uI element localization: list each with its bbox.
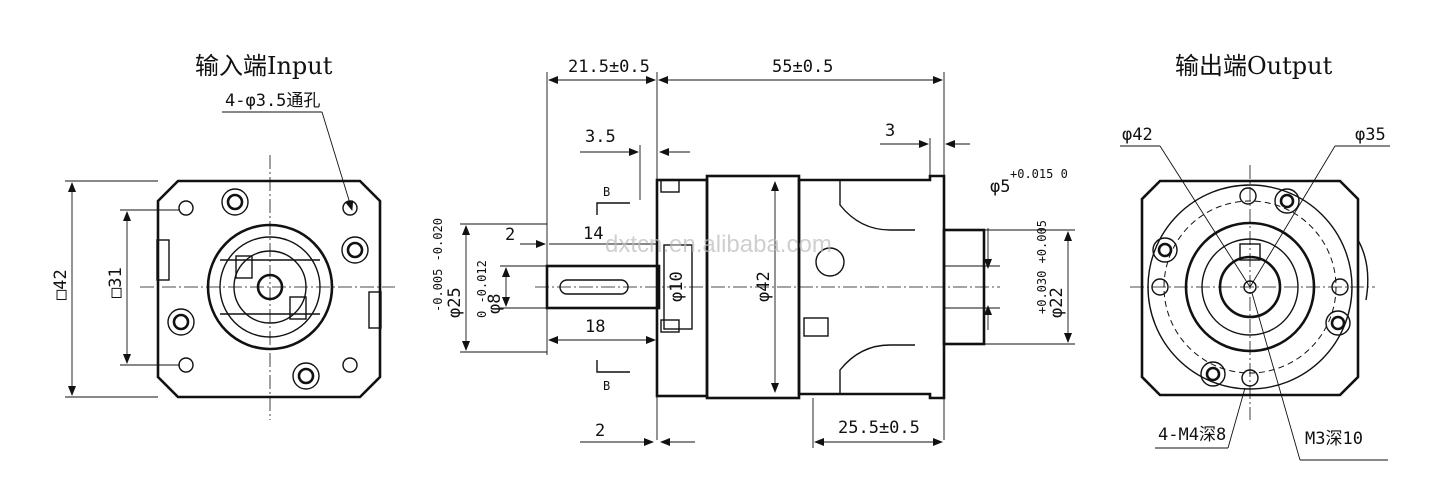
input-clamp-slot-2 [289,296,307,320]
side-output-notch [803,317,829,337]
hole-note-leader [321,111,354,211]
input-hole-br [342,357,358,373]
dim-14-label: 14 [583,224,603,244]
input-dim42-label: □42 [51,269,71,300]
dim-3-5-label: 3.5 [585,127,616,147]
dim-phi42-label: φ42 [754,271,774,302]
output-shaft-boss [942,228,986,346]
output-hole-right [1331,278,1349,296]
input-hole-bl [178,357,194,373]
output-screw-3 [1325,310,1351,336]
output-hole-top [1239,187,1257,205]
dim-phi5-tol: +0.015 0 [1010,167,1068,181]
input-bore-outer [206,223,334,351]
input-screw-4 [292,362,320,390]
dim-2-top-label: 2 [505,225,515,245]
dim-18-label: 18 [585,317,605,337]
input-screw-3 [167,308,195,336]
input-bore-inner [219,236,321,338]
output-hole-left [1151,278,1169,296]
input-screw-2 [341,236,369,264]
input-hole-tr [342,200,358,216]
output-title: 输出端Output [1175,52,1333,80]
dim-phi22-label: φ22 [1047,287,1067,318]
output-screw-4 [1200,361,1226,387]
input-screw-1 [221,188,249,216]
side-view: 21.5±0.5 55±0.5 3.5 B B φ25 -0.005 -0.02… [431,57,1075,448]
input-clamp-slot-1 [235,255,253,279]
output-m4-leader [1227,387,1246,449]
dim-phi22-tol: +0.030 +0.005 [1035,220,1049,314]
input-view: 输入端Input 4-φ3.5通孔 □42 □31 [51,52,395,420]
dim-3-label: 3 [885,121,895,141]
output-view: 输出端Output φ42 φ35 [1120,52,1390,461]
output-side-bulge [1357,239,1369,301]
section-b-top: B [603,185,610,199]
dim-phi25-tol: -0.005 -0.020 [431,218,445,312]
output-hole-bottom [1241,369,1259,387]
dim-phi25-label: φ25 [445,287,465,318]
side-output-contour-top [839,180,915,231]
side-output-port [815,247,845,277]
hole-note: 4-φ3.5通孔 [225,91,320,111]
dim-phi8-tol: 0 -0.012 [475,260,489,318]
input-shaft-hole [256,273,284,301]
dim-phi5-label: φ5 [990,177,1010,197]
side-output-contour-bottom [839,344,915,394]
section-b-bottom: B [603,379,610,393]
output-thread-m3-label: M3深10 [1305,429,1363,449]
dim-2-bottom-label: 2 [595,421,605,441]
output-thread-m4-label: 4-M4深8 [1158,425,1226,445]
output-phi35-leader [1249,145,1336,288]
input-side-tab-right [368,291,382,329]
dim-phi10-label: φ10 [667,271,687,302]
input-hole-tl [178,200,194,216]
side-flange-hub [663,244,693,330]
input-side-tab-left [156,239,170,281]
dim-55-label: 55±0.5 [772,57,833,77]
input-dim31-label: □31 [106,267,126,298]
output-flange-outline [1140,179,1360,397]
section-b-top-mark [596,202,630,215]
output-phi42-leader [1159,145,1251,288]
dim-phi8-label: φ8 [485,294,505,314]
watermark: dxtcn.en.alibaba.com [605,231,832,258]
dim-25-5-label: 25.5±0.5 [838,418,920,438]
input-flange-outline [156,179,382,399]
side-flange-screw-top [660,179,680,193]
output-dim-phi35-label: φ35 [1355,125,1386,145]
side-flange-screw-bottom [660,319,680,333]
input-shaft [545,264,661,310]
section-b-bottom-mark [596,360,630,373]
input-keyway [559,279,629,295]
output-dim-phi42-label: φ42 [1122,125,1153,145]
input-coupling [233,250,307,324]
output-screw-1 [1274,188,1300,214]
output-screw-2 [1152,237,1178,263]
input-title: 输入端Input [195,52,333,80]
dim-21-5-label: 21.5±0.5 [568,57,650,77]
output-m3-leader [1251,292,1301,461]
